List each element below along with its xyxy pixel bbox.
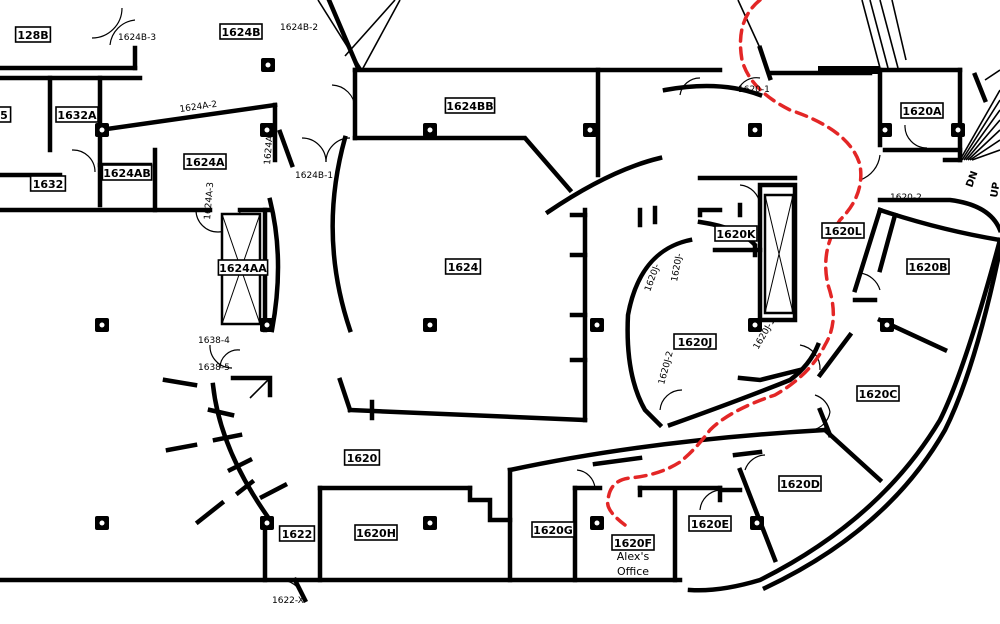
room-label-1632a: 1632A <box>55 106 99 123</box>
column-center-15 <box>264 520 270 526</box>
room-label-1620k: 1620K <box>714 225 758 242</box>
route-path <box>605 0 863 527</box>
room-number: 1620A <box>902 105 942 118</box>
door-tag-14: 1622-X <box>272 596 304 606</box>
doors <box>71 7 928 603</box>
room-1620j-walls <box>625 182 821 429</box>
column-center-12 <box>752 322 758 328</box>
door-tag-10: 1620J-2 <box>657 350 676 386</box>
door-tag-12: 1638-4 <box>198 336 230 346</box>
room-number: 1620D <box>780 478 820 491</box>
room-number: 1620H <box>356 527 396 540</box>
room-label-1620b: 1620B <box>906 258 950 275</box>
door-tag-4: 1624A- <box>263 132 276 165</box>
room-number: 1620F <box>614 537 652 550</box>
door-tag-1: 1624B-2 <box>280 23 318 33</box>
column-center-1 <box>99 127 105 133</box>
stair-label-down: DN <box>964 170 980 189</box>
room-label-1620a: 1620A <box>900 102 944 119</box>
column-center-6 <box>882 127 888 133</box>
room-label-1624b: 1624B <box>219 23 263 40</box>
walls <box>0 0 1000 604</box>
annotation-line-2: Office <box>617 565 649 578</box>
room-labels: 128B 1624B 5 1632A 1632 1624AB 1624A 1624BB 1624… <box>0 23 950 551</box>
room-label-1620j: 1620J <box>673 333 717 350</box>
room-label-1620g: 1620G <box>531 521 575 538</box>
room-number: 1620J <box>678 336 713 349</box>
column-center-3 <box>427 127 433 133</box>
column-center-5 <box>752 127 758 133</box>
column-center-4 <box>587 127 593 133</box>
room-number: 1624B <box>222 26 261 39</box>
door-tag-3: 1624B-1 <box>295 171 333 181</box>
structural-columns <box>95 58 965 530</box>
door-tag-0: 1624B-3 <box>118 33 156 43</box>
room-number: 1632 <box>33 178 64 191</box>
stair-label-up: UP <box>989 181 1000 198</box>
room-number: 1624AA <box>219 262 267 275</box>
room-label-1624aa: 1624AA <box>217 259 269 276</box>
room-number: 1620K <box>716 228 756 241</box>
door-tag-6: 1620-1 <box>738 85 770 95</box>
room-number: 128B <box>17 29 48 42</box>
room-number: 1620 <box>347 452 378 465</box>
door-tag-13: 1638-5 <box>198 363 230 373</box>
column-center-13 <box>884 322 890 328</box>
elevator-shafts <box>220 193 795 326</box>
room-label-128b: 128B <box>14 26 52 43</box>
room-number: 1622 <box>282 528 313 541</box>
room-label-1620f: 1620F <box>611 534 655 551</box>
column-center-10 <box>427 322 433 328</box>
room-number: 1624A <box>185 156 225 169</box>
column-center-9 <box>264 322 270 328</box>
room-number: 1632A <box>57 109 97 122</box>
room-number: 1624BB <box>446 100 493 113</box>
room-number: 1620E <box>691 518 729 531</box>
column-center-16 <box>427 520 433 526</box>
room-label-1620l: 1620L <box>821 222 865 239</box>
door-tag-9: 1620J- <box>670 253 685 283</box>
door-tag-7: 1620-2 <box>890 193 922 203</box>
room-number: 1620L <box>824 225 862 238</box>
column-center-14 <box>99 520 105 526</box>
room-number: 1620B <box>909 261 948 274</box>
room-label-1620: 1620 <box>343 449 381 466</box>
column-center-7 <box>955 127 961 133</box>
room-number: 1620G <box>533 524 573 537</box>
room-label-1620c: 1620C <box>856 385 900 402</box>
room-label-1632: 1632 <box>29 175 67 192</box>
room-number: 5 <box>0 109 8 122</box>
room-label-1620e: 1620E <box>688 515 732 532</box>
column-center-17 <box>594 520 600 526</box>
room-label-1624bb: 1624BB <box>444 97 496 114</box>
annotation-line-1: Alex's <box>617 550 650 563</box>
column-center-0 <box>265 62 271 68</box>
room-label-1624: 1624 <box>444 258 482 275</box>
room-number: 1624AB <box>103 167 151 180</box>
column-center-11 <box>594 322 600 328</box>
room-number: 1624 <box>448 261 479 274</box>
room-number: 1620C <box>859 388 898 401</box>
column-center-18 <box>754 520 760 526</box>
room-label-1624a: 1624A <box>183 153 227 170</box>
column-center-2 <box>264 127 270 133</box>
door-tag-5: 1624A-3 <box>203 182 216 221</box>
room-label-1624ab: 1624AB <box>101 164 153 181</box>
room-label-5: 5 <box>0 106 12 123</box>
room-label-1620d: 1620D <box>778 475 822 492</box>
room-label-1622: 1622 <box>278 525 316 542</box>
room-label-1620h: 1620H <box>354 524 398 541</box>
column-center-8 <box>99 322 105 328</box>
